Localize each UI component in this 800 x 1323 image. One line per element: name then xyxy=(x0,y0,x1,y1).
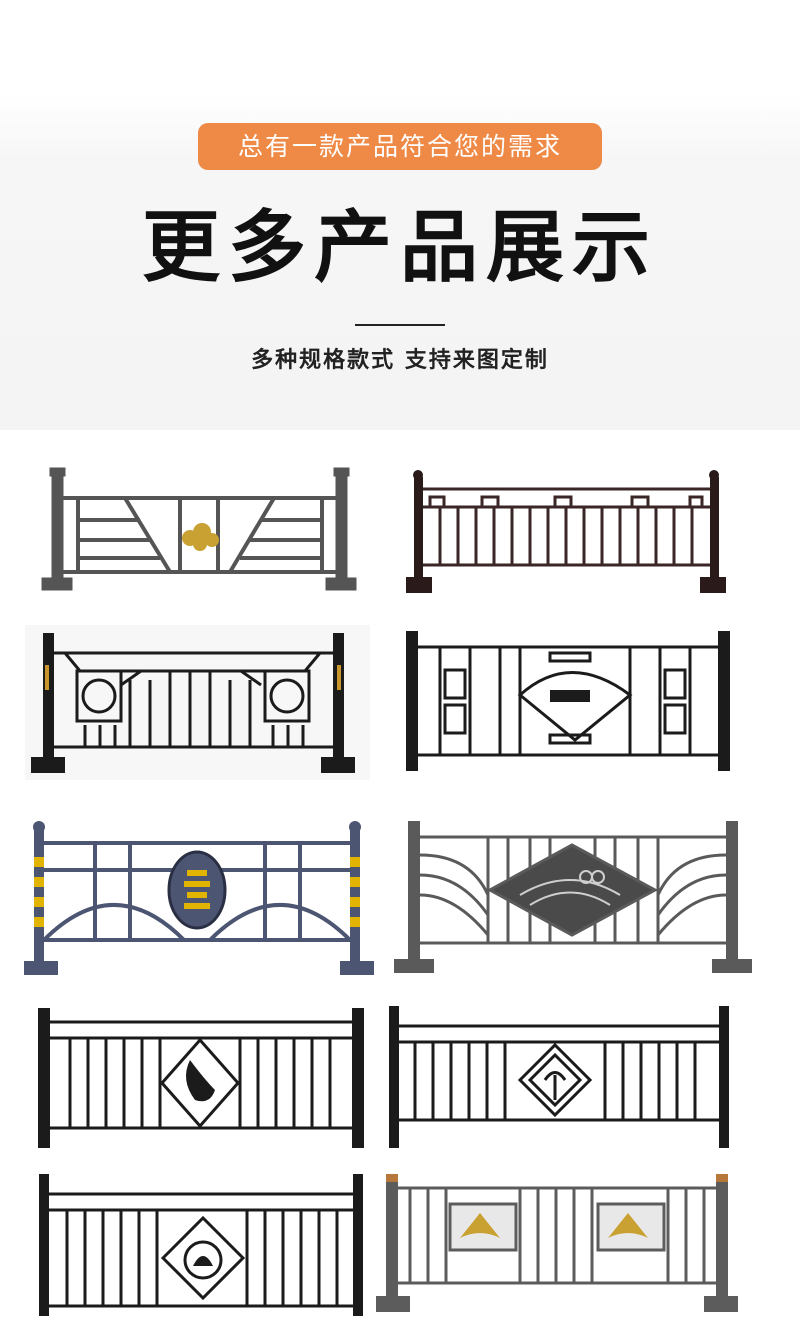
page-subtitle: 多种规格款式 支持来图定制 xyxy=(251,348,549,373)
header-section: 总有一款产品符合您的需求 更多产品展示 多种规格款式 支持来图定制 xyxy=(0,0,800,430)
product-gallery xyxy=(0,430,800,1323)
page-title: 更多产品展示 xyxy=(141,203,658,293)
product-image-2[interactable] xyxy=(400,465,745,600)
product-image-10[interactable] xyxy=(370,1168,750,1318)
product-image-3[interactable] xyxy=(25,625,370,780)
product-image-7[interactable] xyxy=(30,1000,375,1150)
product-image-9[interactable] xyxy=(35,1168,370,1318)
product-image-1[interactable] xyxy=(30,460,370,595)
product-image-8[interactable] xyxy=(385,1000,740,1150)
product-image-5[interactable] xyxy=(20,815,375,980)
badge-pill: 总有一款产品符合您的需求 xyxy=(198,123,602,170)
title-divider xyxy=(355,324,445,326)
product-image-4[interactable] xyxy=(400,625,745,775)
product-image-6[interactable] xyxy=(390,815,755,980)
